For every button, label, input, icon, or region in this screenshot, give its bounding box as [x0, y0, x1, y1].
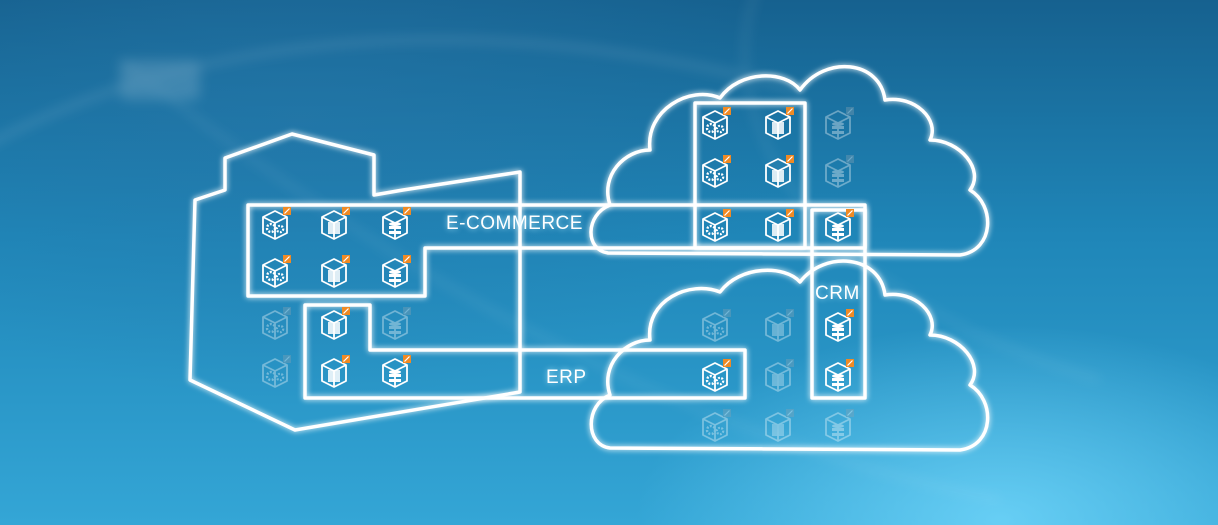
- cloud-lower: [589, 259, 990, 452]
- db-icon: [382, 355, 411, 388]
- gear-icon: [702, 359, 731, 392]
- cube-icon: [765, 409, 794, 442]
- cube-icon: [321, 255, 350, 288]
- cloud-upper: [589, 64, 990, 257]
- db-icon: [382, 207, 411, 240]
- ecommerce-connector: [246, 203, 867, 298]
- cube-icon: [765, 309, 794, 342]
- badge-icon: [786, 359, 794, 367]
- badge-icon: [723, 409, 731, 417]
- gear-icon: [262, 307, 291, 340]
- erp-label: ERP: [546, 367, 587, 388]
- badge-icon: [846, 155, 854, 163]
- badge-icon: [403, 307, 411, 315]
- db-icon: [825, 107, 854, 140]
- db-icon: [382, 307, 411, 340]
- badge-icon: [786, 309, 794, 317]
- gear-icon: [262, 255, 291, 288]
- cube-icon: [765, 209, 794, 242]
- cube-icon: [321, 307, 350, 340]
- gear-icon: [702, 107, 731, 140]
- crm-connector: [810, 208, 867, 400]
- gear-icon: [702, 309, 731, 342]
- gear-icon: [702, 409, 731, 442]
- badge-icon: [283, 355, 291, 363]
- badge-icon: [723, 309, 731, 317]
- db-icon: [825, 155, 854, 188]
- cube-icon: [765, 155, 794, 188]
- background-arcs: [0, 0, 1101, 501]
- cube-icon: [765, 359, 794, 392]
- db-icon: [825, 309, 854, 342]
- db-icon: [825, 209, 854, 242]
- cube-icon: [321, 355, 350, 388]
- cube-icon: [765, 107, 794, 140]
- badge-icon: [846, 107, 854, 115]
- db-icon: [382, 255, 411, 288]
- db-icon: [825, 359, 854, 392]
- badge-icon: [846, 409, 854, 417]
- gear-icon: [702, 155, 731, 188]
- db-icon: [825, 409, 854, 442]
- building-outline: [188, 132, 522, 432]
- badge-icon: [786, 409, 794, 417]
- cube-icon: [321, 207, 350, 240]
- crm-label: CRM: [815, 283, 860, 304]
- gear-icon: [262, 355, 291, 388]
- gear-icon: [702, 209, 731, 242]
- badge-icon: [283, 307, 291, 315]
- erp-connector: [303, 303, 747, 400]
- cloud-upper-block: [693, 101, 807, 250]
- gear-icon: [262, 207, 291, 240]
- service-icons: [262, 107, 854, 442]
- ecommerce-label: E-COMMERCE: [446, 213, 583, 234]
